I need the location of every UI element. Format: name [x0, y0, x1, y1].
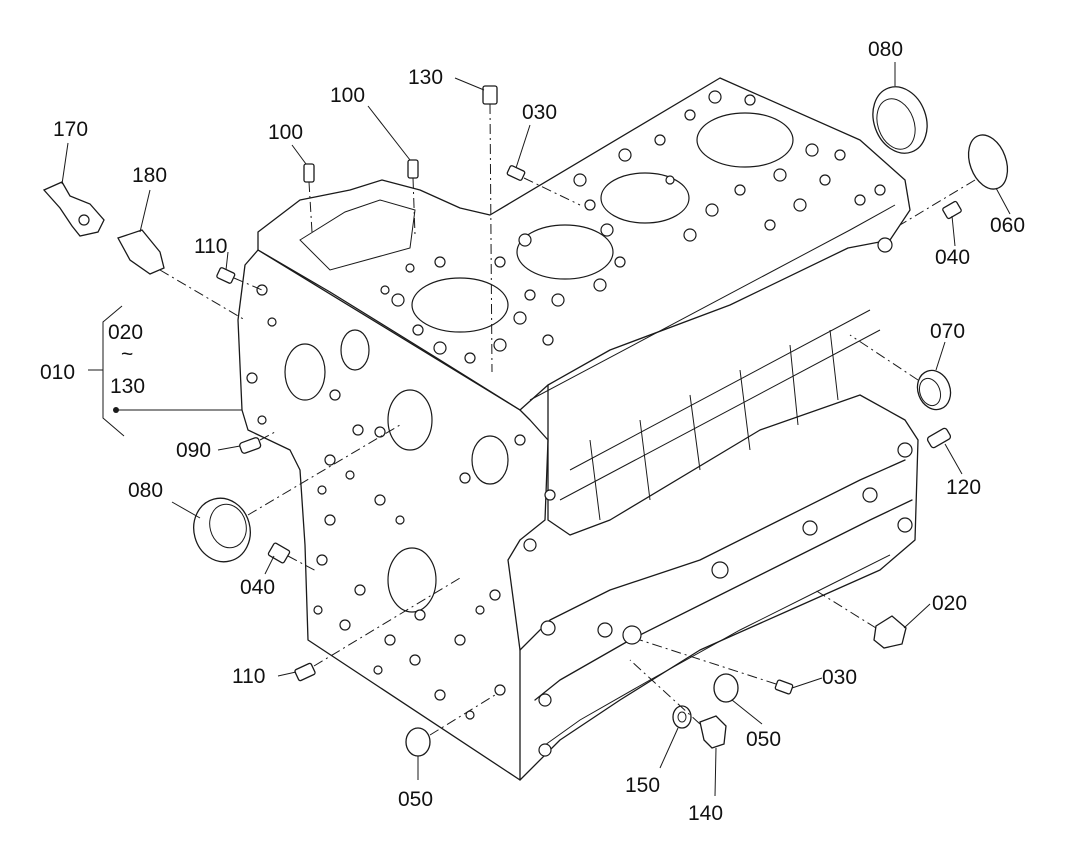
cylinder-bore-2	[516, 224, 614, 280]
part-050-plug-right	[713, 673, 739, 703]
part-090-pin	[239, 437, 262, 454]
side-ports	[523, 237, 913, 757]
label-180: 180	[132, 164, 167, 187]
label-050-left: 050	[398, 788, 433, 811]
front-bore-lower	[387, 547, 437, 613]
label-020-right: 020	[932, 592, 967, 615]
label-080-top: 080	[868, 38, 903, 61]
part-020-plug-right	[873, 615, 907, 649]
crankcase-rim	[519, 459, 906, 651]
front-bore-side	[471, 435, 509, 485]
label-090: 090	[176, 439, 211, 462]
label-range-end-130: 130	[110, 375, 145, 398]
part-130-dowel	[482, 85, 498, 105]
block-side-face	[519, 384, 919, 781]
front-bore-upper	[340, 329, 370, 371]
part-080-seal-top	[872, 86, 928, 154]
cylinder-bore-1	[411, 277, 509, 333]
label-040-right: 040	[935, 246, 970, 269]
label-120: 120	[946, 476, 981, 499]
cylinder-bore-3	[600, 172, 690, 224]
part-110-pin-a	[216, 267, 236, 284]
part-140-bolt	[699, 715, 727, 749]
block-top-deck	[257, 77, 911, 411]
part-060-cap	[967, 134, 1009, 190]
part-150-washer	[672, 705, 692, 729]
camshaft-bore	[284, 343, 326, 401]
label-range-tilde: ~	[121, 343, 133, 366]
label-060: 060	[990, 214, 1025, 237]
cylinder-bore-4	[696, 112, 794, 168]
front-bore-main	[387, 389, 433, 451]
deck-holes	[380, 90, 886, 364]
part-120-pin	[926, 427, 952, 449]
label-170: 170	[53, 118, 88, 141]
label-110-top: 110	[194, 235, 227, 258]
label-110-bottom: 110	[232, 665, 265, 688]
part-100-pin-a	[303, 163, 315, 183]
label-040-left: 040	[240, 576, 275, 599]
leader-lines	[61, 62, 1011, 797]
part-040-plug-right	[942, 200, 962, 220]
label-130-top: 130	[408, 66, 443, 89]
label-080-left: 080	[128, 479, 163, 502]
label-030-top: 030	[522, 101, 557, 124]
label-100-left: 100	[268, 121, 303, 144]
parts	[42, 85, 1009, 757]
part-030-plug-bottom	[774, 679, 794, 695]
block-front-face	[237, 249, 549, 781]
label-070: 070	[930, 320, 965, 343]
part-100-pin-b	[407, 159, 419, 179]
label-050-right: 050	[746, 728, 781, 751]
part-180-fitting	[117, 229, 165, 275]
front-face-holes	[246, 284, 556, 720]
part-070-seal	[916, 369, 952, 411]
label-140: 140	[688, 802, 723, 825]
part-030-plug-top	[506, 165, 526, 181]
part-110-pin-b	[294, 662, 316, 682]
part-050-plug-left	[405, 727, 431, 757]
label-range-start-020: 020	[108, 321, 143, 344]
label-150: 150	[625, 774, 660, 797]
label-100-right: 100	[330, 84, 365, 107]
part-040-plug-left	[267, 542, 291, 564]
cylinder-block	[237, 77, 919, 781]
callout-labels: 170 180 110 100 100 130 030 080 060 040 …	[40, 38, 1025, 825]
part-170-drain-cock	[42, 181, 105, 237]
label-010: 010	[40, 361, 75, 384]
label-030-bottom: 030	[822, 666, 857, 689]
